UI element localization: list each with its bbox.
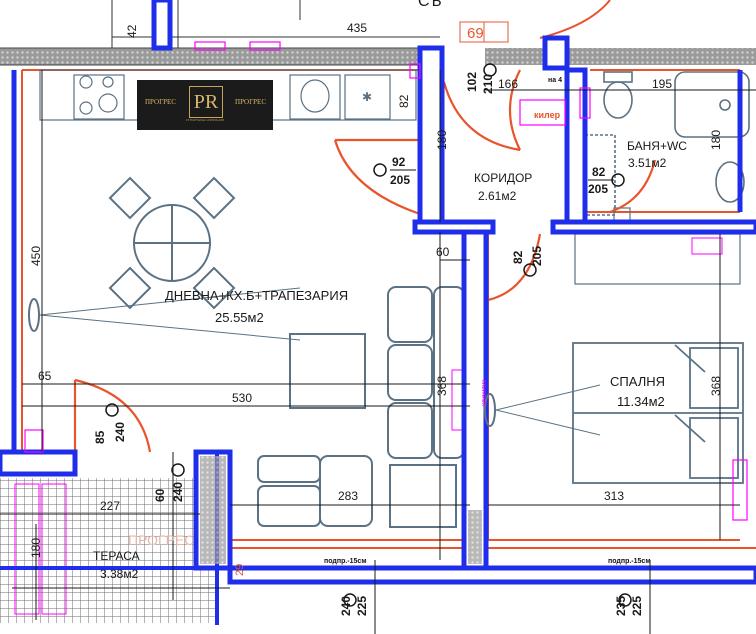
terrace-area: 3.38м2	[100, 567, 139, 581]
bedroom-name: СПАЛНЯ	[610, 374, 665, 389]
company-logo: ПРОГРЕС PR ПРОГРЕС СТРОИТЕЛНА КОМПАНИЯ	[137, 80, 273, 130]
dim-227: 227	[100, 499, 120, 513]
dim-368-living: 368	[435, 376, 449, 396]
o7-w: 240	[339, 596, 353, 616]
corridor-name: КОРИДОР	[474, 171, 532, 185]
logo-tagline: СТРОИТЕЛНА КОМПАНИЯ	[185, 118, 225, 122]
bath-name: БАНЯ+WC	[627, 139, 687, 153]
heater-label: на 4	[548, 77, 562, 84]
terrace-name: ТЕРАСА	[93, 549, 140, 563]
o5-h: 240	[171, 482, 185, 502]
corridor-area: 2.61м2	[478, 189, 517, 203]
o2-w: 82	[592, 165, 606, 179]
o4-h: 240	[113, 422, 127, 442]
o3-h: 205	[530, 246, 544, 266]
dim-82: 82	[397, 94, 411, 108]
radiator-label: КЛИМАТИК	[482, 379, 488, 406]
living-room-name: ДНЕВНА+КХ.Б+ТРАПЕЗАРИЯ	[165, 288, 348, 303]
dimension-lines	[0, 70, 756, 634]
o5-w: 60	[153, 488, 167, 502]
dim-283: 283	[338, 489, 358, 503]
sill-label-left: подпр.-15см	[324, 558, 367, 565]
outlet-markers	[24, 41, 748, 521]
o1-h: 205	[390, 173, 410, 187]
bed	[572, 342, 744, 484]
bedroom-area: 11.34м2	[617, 394, 665, 409]
top-wall-hatch	[0, 48, 440, 65]
dim-65: 65	[38, 369, 52, 383]
hood-icon: ✱	[362, 90, 372, 104]
o2-h: 205	[588, 182, 608, 196]
o4-w: 85	[93, 430, 107, 444]
dim-450: 450	[29, 246, 43, 266]
logo-word-right: ПРОГРЕС	[235, 98, 266, 106]
dim-368-bedroom: 368	[709, 376, 723, 396]
living-room-area: 25.55м2	[215, 310, 264, 325]
coffee-table	[289, 333, 366, 409]
top-fragment: СЪ	[418, 0, 442, 10]
logo-word-left: ПРОГРЕС	[145, 98, 176, 106]
top-wall-hatch-right	[485, 48, 756, 65]
opening-labels: 92 205 82 205 82 205 85 240 60 240 102 2…	[93, 72, 644, 616]
opening-markers	[105, 63, 632, 607]
o8-w: 235	[614, 596, 628, 616]
sill-label-right: подпр.-15см	[608, 558, 651, 565]
o8-h: 225	[630, 596, 644, 616]
logo-monogram: PR	[189, 86, 223, 118]
lights	[28, 287, 601, 436]
o6-h: 210	[481, 74, 495, 94]
dim-166: 166	[498, 77, 518, 91]
watermark: ПРОГРЕС	[128, 532, 194, 548]
dim-195: 195	[652, 77, 672, 91]
o6-w: 102	[465, 72, 479, 92]
dim-313: 313	[604, 489, 624, 503]
apartment-number: 69	[467, 25, 484, 42]
dim-180-terrace: 180	[29, 538, 43, 558]
dim-180-corridor: 180	[435, 130, 449, 150]
dim-530: 530	[232, 391, 252, 405]
dim-42: 42	[125, 24, 139, 38]
dim-29: 29	[234, 564, 246, 576]
bath-area: 3.51м2	[628, 156, 667, 170]
dim-60: 60	[436, 245, 450, 259]
dining-set	[108, 176, 236, 310]
closet-label: килер	[534, 110, 561, 120]
sofa	[387, 286, 465, 528]
dim-435: 435	[347, 21, 367, 35]
o1-w: 92	[392, 155, 406, 169]
dim-180-bath: 180	[709, 130, 723, 150]
o3-w: 82	[511, 250, 525, 264]
armchair	[257, 455, 373, 527]
o7-h: 225	[355, 596, 369, 616]
